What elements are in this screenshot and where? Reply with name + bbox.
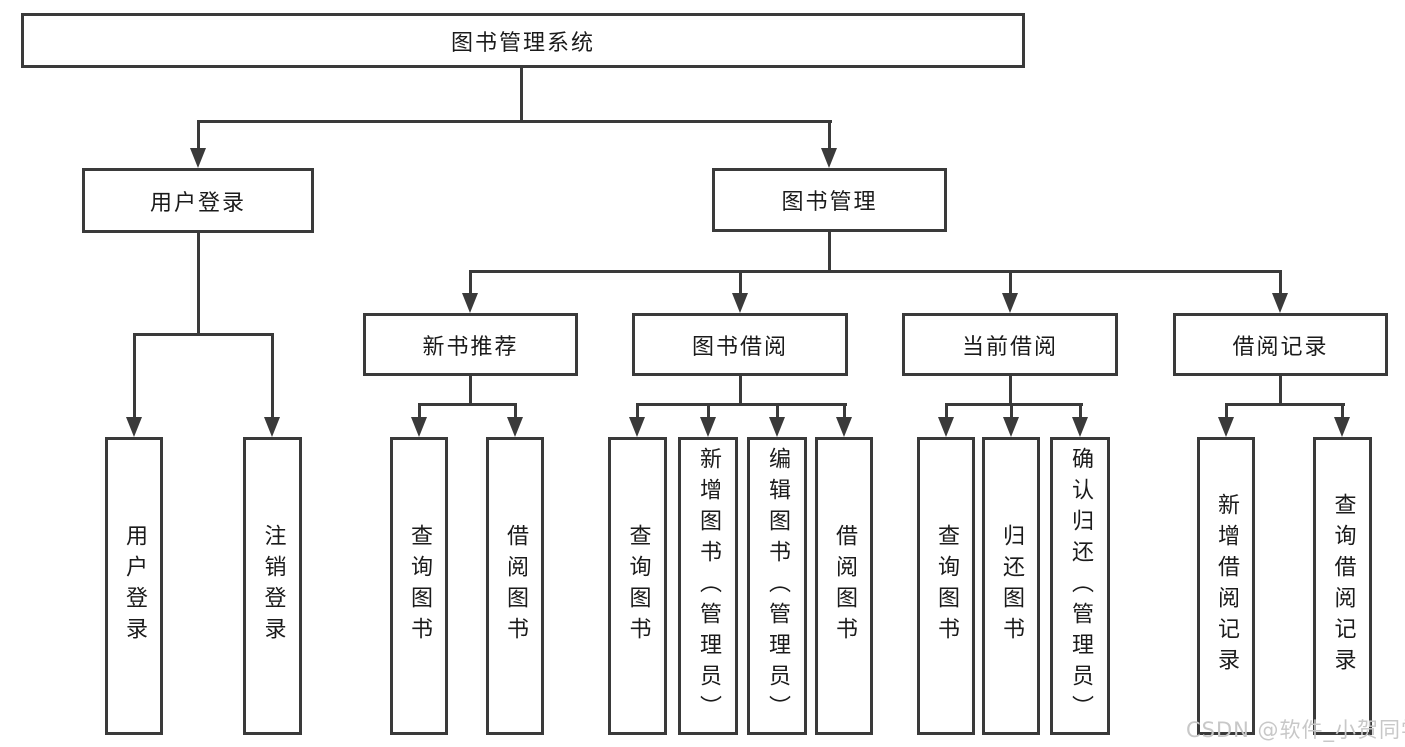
connector: [197, 233, 200, 336]
connector: [197, 120, 832, 123]
arrow-down: [1218, 417, 1234, 437]
leaf-query-borrow-record-label: 查询借阅记录: [1330, 493, 1356, 679]
connector: [514, 403, 517, 419]
node-library-system-label: 图书管理系统: [450, 30, 595, 56]
connector: [418, 403, 421, 419]
arrow-down: [821, 148, 837, 168]
node-current-borrow-label: 当前借阅: [961, 334, 1058, 360]
leaf-query-borrow-record: 查询借阅记录: [1313, 437, 1372, 735]
leaf-edit-book-admin: 编辑图书（管理员）: [747, 437, 807, 735]
connector: [843, 403, 846, 419]
arrow-down: [462, 293, 478, 313]
node-new-book-recommend-label: 新书推荐: [422, 334, 519, 360]
arrow-down: [836, 417, 852, 437]
arrow-down: [1272, 293, 1288, 313]
connector: [197, 120, 200, 150]
arrow-down: [700, 417, 716, 437]
leaf-return-book-label: 归还图书: [999, 524, 1024, 648]
node-borrow-records-label: 借阅记录: [1232, 334, 1329, 360]
arrow-down: [190, 148, 206, 168]
arrow-down: [507, 417, 523, 437]
node-library-system: 图书管理系统: [21, 13, 1025, 68]
csdn-watermark: CSDN @软件_小贺同学: [1186, 718, 1405, 742]
leaf-query-books-recommend-label: 查询图书: [407, 524, 432, 648]
connector: [636, 403, 847, 406]
arrow-down: [629, 417, 645, 437]
leaf-user-login-label: 用户登录: [122, 524, 147, 648]
connector: [945, 403, 1083, 406]
leaf-query-books-current: 查询图书: [917, 437, 975, 735]
arrow-down: [126, 417, 142, 437]
arrow-down: [411, 417, 427, 437]
connector: [1279, 376, 1282, 406]
node-book-management: 图书管理: [712, 168, 947, 232]
arrow-down: [1072, 417, 1088, 437]
leaf-add-book-admin-label: 新增图书（管理员）: [696, 446, 721, 726]
arrow-down: [1003, 417, 1019, 437]
leaf-add-borrow-record-label: 新增借阅记录: [1214, 493, 1239, 679]
arrow-down: [938, 417, 954, 437]
connector: [1009, 270, 1012, 295]
arrow-down: [1334, 417, 1350, 437]
leaf-user-login: 用户登录: [105, 437, 163, 735]
connector: [945, 403, 948, 419]
connector: [1225, 403, 1345, 406]
node-book-borrow: 图书借阅: [632, 313, 848, 376]
leaf-query-books-borrow: 查询图书: [608, 437, 667, 735]
leaf-borrow-books-recommend: 借阅图书: [486, 437, 544, 735]
leaf-borrow-books-label: 借阅图书: [832, 524, 857, 648]
leaf-query-books-borrow-label: 查询图书: [625, 524, 651, 648]
connector: [739, 270, 742, 295]
leaf-query-books-recommend: 查询图书: [390, 437, 448, 735]
connector: [636, 403, 639, 419]
leaf-logout-label: 注销登录: [260, 524, 286, 648]
leaf-confirm-return-admin-label: 确认归还（管理员）: [1068, 446, 1093, 726]
node-new-book-recommend: 新书推荐: [363, 313, 578, 376]
arrow-down: [264, 417, 280, 437]
node-borrow-records: 借阅记录: [1173, 313, 1388, 376]
connector: [1009, 376, 1012, 406]
connector: [469, 270, 472, 295]
node-user-login: 用户登录: [82, 168, 314, 233]
leaf-edit-book-admin-label: 编辑图书（管理员）: [765, 446, 790, 726]
connector: [1341, 403, 1344, 419]
connector: [133, 333, 274, 336]
connector: [1079, 403, 1082, 419]
connector: [1279, 270, 1282, 295]
connector: [828, 232, 831, 273]
connector: [469, 270, 1282, 273]
node-user-login-label: 用户登录: [149, 190, 246, 216]
connector: [776, 403, 779, 419]
connector: [828, 120, 831, 150]
leaf-logout: 注销登录: [243, 437, 302, 735]
connector: [520, 68, 523, 123]
leaf-borrow-books: 借阅图书: [815, 437, 873, 735]
arrow-down: [769, 417, 785, 437]
leaf-borrow-books-recommend-label: 借阅图书: [503, 524, 528, 648]
connector: [418, 403, 517, 406]
node-book-management-label: 图书管理: [781, 190, 878, 215]
leaf-add-borrow-record: 新增借阅记录: [1197, 437, 1255, 735]
leaf-confirm-return-admin: 确认归还（管理员）: [1050, 437, 1110, 735]
connector: [271, 333, 274, 418]
connector: [1010, 403, 1013, 419]
leaf-query-books-current-label: 查询图书: [934, 524, 959, 648]
arrow-down: [732, 293, 748, 313]
arrow-down: [1002, 293, 1018, 313]
leaf-return-book: 归还图书: [982, 437, 1040, 735]
connector: [133, 333, 136, 418]
leaf-add-book-admin: 新增图书（管理员）: [678, 437, 738, 735]
node-book-borrow-label: 图书借阅: [691, 334, 788, 360]
connector: [1225, 403, 1228, 419]
connector: [707, 403, 710, 419]
node-current-borrow: 当前借阅: [902, 313, 1118, 376]
connector: [739, 376, 742, 406]
connector: [469, 376, 472, 406]
